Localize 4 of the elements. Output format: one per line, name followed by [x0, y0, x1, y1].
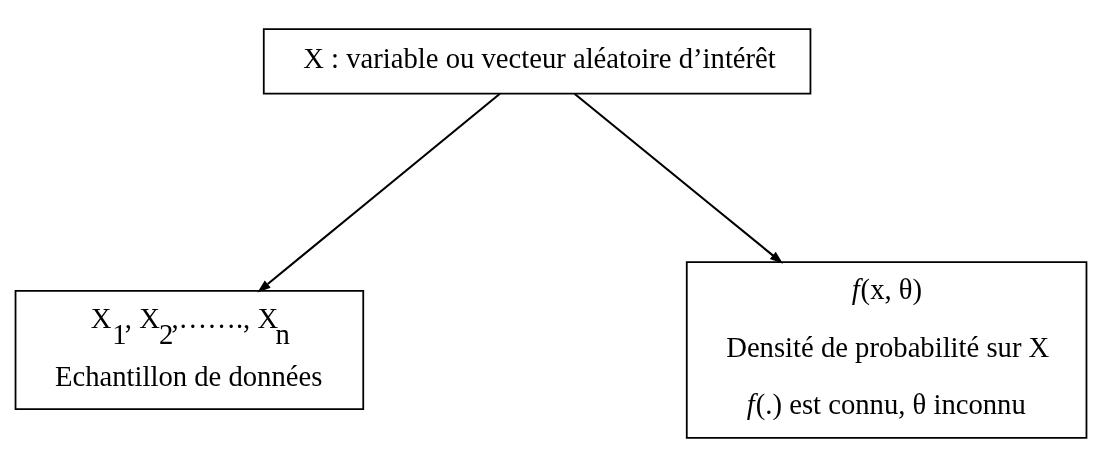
arrow: [257, 92, 501, 293]
node-box: f(x, θ) Densité de probabilité sur X f(.) est connu, θ inconnu: [685, 261, 1088, 439]
node-box: X : variable ou vecteur aléatoire d’intérêt: [262, 28, 812, 95]
arrow: [573, 92, 784, 264]
